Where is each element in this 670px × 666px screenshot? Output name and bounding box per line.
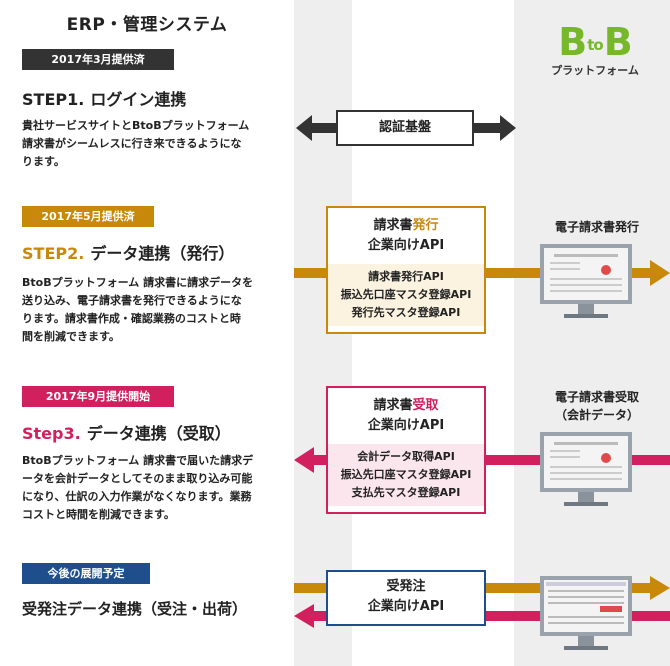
- future-badge: 今後の展開予定: [22, 563, 150, 584]
- step2-number: STEP2.: [22, 244, 85, 263]
- erp-title: ERP・管理システム: [66, 15, 228, 35]
- step3-number: Step3.: [22, 424, 81, 443]
- order-monitor-icon: [540, 576, 632, 650]
- accounting-monitor-icon: [540, 432, 632, 506]
- future-title: 受発注データ連携（受注・出荷）: [22, 600, 248, 618]
- step2-heading: STEP2. データ連携（発行）: [22, 240, 234, 264]
- step3-heading: Step3. データ連携（受取）: [22, 420, 231, 444]
- step1-description: 貴社サービスサイトとBtoBプラットフォーム 請求書がシームレスに行き来できるよ…: [22, 119, 250, 168]
- invoice-monitor-icon: [540, 244, 632, 318]
- order-in-arrow: [294, 604, 670, 628]
- step2-description: BtoBプラットフォーム 請求書に請求データを 送り込み、電子請求書を発行できる…: [22, 276, 254, 343]
- auth-box: 認証基盤: [336, 110, 474, 146]
- receive-api-box: 請求書受取 企業向けAPI 会計データ取得API 振込先口座マスタ登録API 支…: [326, 386, 486, 514]
- issue-api-list: 請求書発行API 振込先口座マスタ登録API 発行先マスタ登録API: [328, 264, 484, 326]
- logo-b1: B: [558, 20, 587, 64]
- step3-badge: 2017年9月提供開始: [22, 386, 174, 407]
- step3-description: BtoBプラットフォーム 請求書で届いた請求デ ータを会計データとしてそのまま取…: [22, 454, 254, 521]
- btob-column: [514, 0, 670, 666]
- issue-api-box: 請求書発行 企業向けAPI 請求書発行API 振込先口座マスタ登録API 発行先…: [326, 206, 486, 334]
- step1-heading: STEP1. ログイン連携: [22, 86, 186, 110]
- receive-label: 電子請求書受取 （会計データ）: [554, 390, 639, 422]
- order-api-box: 受発注 企業向けAPI: [326, 570, 486, 626]
- step1-title: ログイン連携: [90, 90, 187, 109]
- step2-title: データ連携（発行）: [90, 244, 235, 263]
- step1-number: STEP1.: [22, 90, 85, 109]
- step3-title: データ連携（受取）: [86, 424, 231, 443]
- receive-arrow: [294, 447, 670, 473]
- issue-label: 電子請求書発行: [554, 220, 639, 234]
- step2-badge: 2017年5月提供済: [22, 206, 154, 227]
- logo-b2: B: [603, 20, 633, 64]
- receive-api-list: 会計データ取得API 振込先口座マスタ登録API 支払先マスタ登録API: [328, 444, 484, 506]
- step1-badge: 2017年3月提供済: [22, 49, 174, 70]
- logo-to: to: [587, 35, 604, 54]
- logo-subtitle: プラットフォーム: [551, 64, 639, 77]
- btob-logo: BtoB プラットフォーム: [540, 20, 650, 78]
